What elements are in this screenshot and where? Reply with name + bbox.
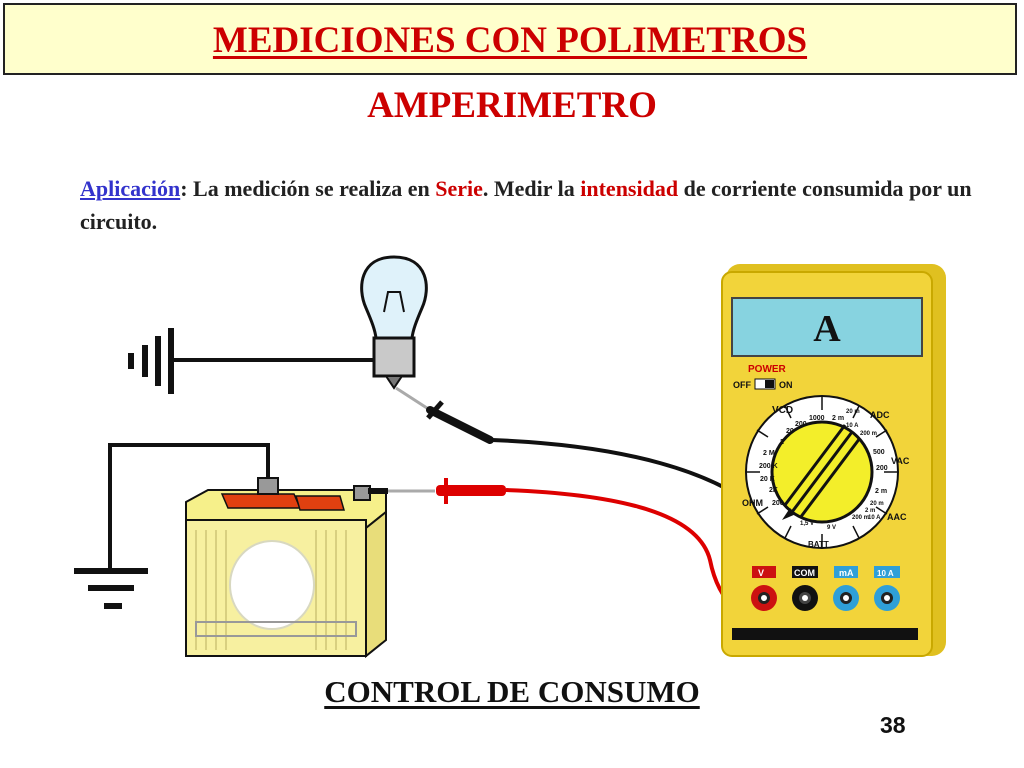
- svg-text:20 K: 20 K: [760, 476, 775, 483]
- svg-text:200: 200: [772, 500, 784, 507]
- page-title: MEDICIONES CON POLIMETROS: [212, 20, 808, 61]
- svg-text:10 A: 10 A: [846, 423, 859, 429]
- display-reading: A: [813, 308, 841, 350]
- svg-text:20 m: 20 m: [870, 501, 884, 507]
- jack-label-ma: mA: [839, 568, 854, 578]
- section-title: AMPERIMETRO: [367, 85, 657, 126]
- svg-text:200 m: 200 m: [860, 431, 877, 437]
- svg-text:2 M: 2 M: [763, 450, 775, 457]
- svg-text:20 m: 20 m: [846, 409, 860, 415]
- description-highlight-intensidad: intensidad: [580, 176, 679, 201]
- off-label: OFF: [733, 380, 751, 390]
- caption-text: CONTROL DE CONSUMO: [324, 674, 700, 709]
- description-part1: : La medición se realiza en: [180, 176, 436, 201]
- jack-label-v: V: [758, 568, 764, 578]
- jack-label-com: COM: [794, 568, 815, 578]
- power-label: POWER: [748, 364, 787, 375]
- svg-text:2 m: 2 m: [832, 415, 844, 422]
- title-box: MEDICIONES CON POLIMETROS: [3, 3, 1017, 75]
- page-number: 38: [880, 712, 906, 738]
- jack-label-com-bg: [792, 566, 818, 578]
- multimeter: A POWER OFF ON VCD ADC VAC AAC OHM BATT …: [721, 264, 946, 657]
- jack-label-ma-bg: [834, 566, 858, 578]
- description-highlight-serie: Serie: [435, 176, 483, 201]
- svg-text:OHM: OHM: [742, 498, 763, 508]
- jack-label-10a-bg: [874, 566, 900, 578]
- light-bulb-icon: [360, 255, 428, 390]
- svg-text:10 A: 10 A: [868, 515, 881, 521]
- svg-text:200: 200: [876, 465, 888, 472]
- jack-label-v-bg: [752, 566, 776, 578]
- jack-label-10a: 10 A: [877, 569, 894, 578]
- svg-text:2: 2: [780, 439, 784, 446]
- svg-text:20: 20: [786, 428, 794, 435]
- svg-text:2 m: 2 m: [865, 508, 875, 514]
- svg-text:200 m: 200 m: [852, 515, 869, 521]
- svg-text:VCD: VCD: [772, 405, 793, 416]
- svg-text:VAC: VAC: [891, 456, 910, 466]
- svg-text:1,5 V: 1,5 V: [800, 521, 814, 527]
- description-label: Aplicación: [80, 176, 181, 201]
- battery-icon: [185, 477, 388, 659]
- description-part3: de corriente consumida por un circuito.: [80, 176, 972, 234]
- caption: CONTROL DE CONSUMO: [0, 674, 1024, 710]
- on-label: ON: [779, 380, 793, 390]
- ground-symbol-bottom: [74, 443, 270, 609]
- svg-text:2 m: 2 m: [875, 488, 887, 495]
- svg-text:200 K: 200 K: [759, 463, 778, 470]
- svg-text:1000: 1000: [809, 415, 825, 422]
- svg-text:AAC: AAC: [887, 512, 907, 522]
- svg-text:500: 500: [873, 449, 885, 456]
- ground-symbol-top: [128, 328, 380, 394]
- svg-text:9 V: 9 V: [827, 525, 836, 531]
- multimeter-display: [731, 297, 923, 357]
- description: Aplicación: La medición se realiza en Se…: [80, 172, 1010, 238]
- svg-text:ADC: ADC: [870, 410, 890, 420]
- svg-text:200: 200: [795, 421, 807, 428]
- svg-text:BATT: BATT: [808, 540, 829, 549]
- description-part2: . Medir la: [482, 176, 581, 201]
- svg-text:2K: 2K: [769, 487, 778, 494]
